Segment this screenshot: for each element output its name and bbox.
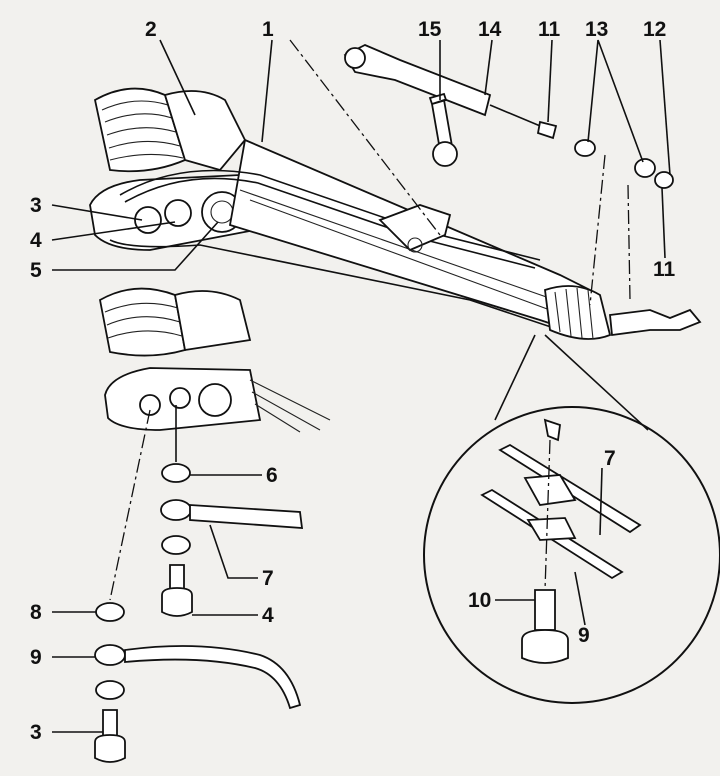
callout-4-top: 4 [30, 229, 42, 252]
steering-rack-assembly [89, 39, 702, 340]
callout-3-top: 3 [30, 194, 42, 217]
callout-11-top: 11 [538, 18, 561, 41]
callout-7-detail: 7 [604, 447, 616, 470]
callout-12: 12 [643, 18, 666, 41]
callout-5: 5 [30, 259, 42, 282]
lower-mount-detail [94, 287, 331, 763]
callout-9-detail: 9 [578, 624, 590, 647]
callout-3-bottom: 3 [30, 721, 42, 744]
callout-15: 15 [418, 18, 442, 41]
callout-1: 1 [262, 18, 274, 41]
callout-7-left: 7 [262, 567, 274, 590]
magnified-detail [423, 334, 720, 704]
callout-4-bottom: 4 [262, 604, 274, 627]
callout-2: 2 [145, 18, 157, 41]
callout-10: 10 [468, 589, 491, 612]
leader-lines [51, 39, 671, 733]
callout-14: 14 [478, 18, 502, 41]
callout-11-right: 11 [653, 258, 676, 281]
callout-13: 13 [585, 18, 608, 41]
callout-9-left: 9 [30, 646, 42, 669]
callout-labels: 2 1 15 14 11 13 12 3 4 5 11 6 7 4 8 9 3 … [30, 18, 676, 744]
callout-6: 6 [266, 464, 278, 487]
callout-8: 8 [30, 601, 42, 624]
